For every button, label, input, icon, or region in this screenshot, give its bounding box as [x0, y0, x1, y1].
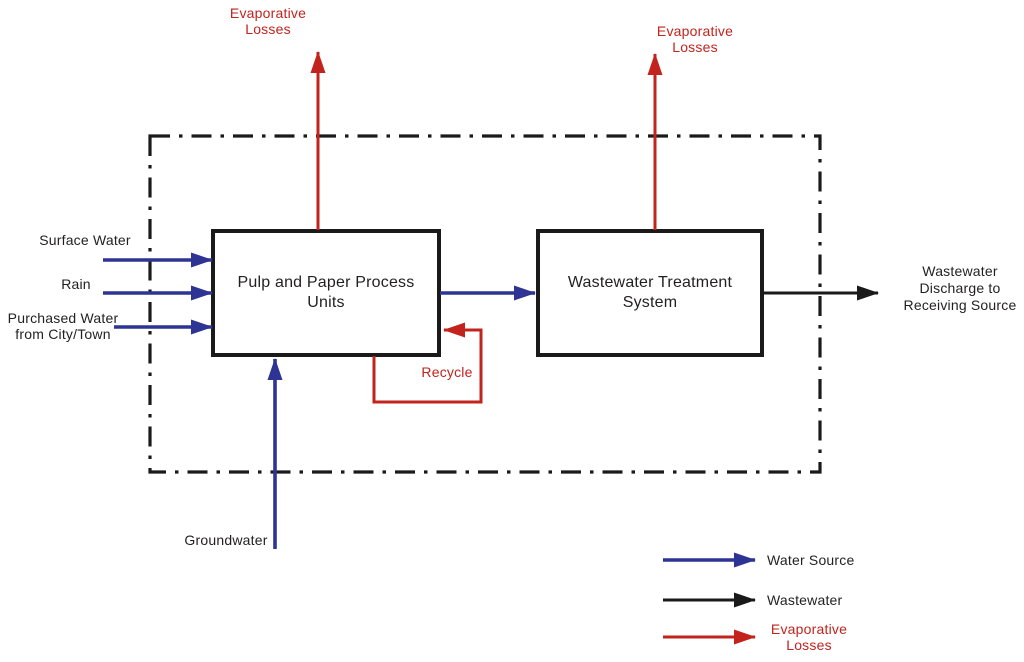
label-surface-water: Surface Water	[39, 232, 131, 248]
label-line: Receiving Source	[903, 297, 1017, 313]
label-wastewater-discharge: Wastewater Discharge to Receiving Source	[904, 263, 1017, 314]
label-line: Losses	[672, 39, 718, 55]
label-line: Purchased Water	[7, 310, 119, 326]
label-line: Losses	[786, 637, 832, 653]
label-groundwater: Groundwater	[184, 532, 268, 548]
node-wastewater-treatment-system: Wastewater Treatment System	[536, 229, 764, 357]
node-label-line: System	[622, 294, 678, 311]
label-line: from City/Town	[15, 326, 111, 342]
label-purchased-water: Purchased Water from City/Town	[8, 310, 119, 342]
node-pulp-paper-process-units: Pulp and Paper Process Units	[211, 229, 441, 357]
legend-label-evaporative-losses: Evaporative Losses	[771, 621, 847, 653]
label-line: Discharge to	[919, 280, 1001, 296]
label-evaporative-losses-treatment: Evaporative Losses	[657, 23, 733, 55]
label-recycle: Recycle	[421, 364, 473, 380]
label-line: Evaporative	[656, 23, 734, 39]
label-rain: Rain	[61, 276, 91, 292]
label-line: Evaporative	[770, 621, 848, 637]
label-evaporative-losses-process: Evaporative Losses	[230, 5, 306, 37]
legend-label-wastewater: Wastewater	[767, 592, 843, 608]
legend-label-water-source: Water Source	[767, 552, 855, 568]
label-line: Losses	[245, 21, 291, 37]
label-line: Evaporative	[229, 5, 307, 21]
node-label-line: Units	[307, 294, 345, 311]
node-label-line: Pulp and Paper Process	[237, 274, 415, 291]
node-label-line: Wastewater Treatment	[567, 274, 733, 291]
label-line: Wastewater	[922, 263, 998, 279]
